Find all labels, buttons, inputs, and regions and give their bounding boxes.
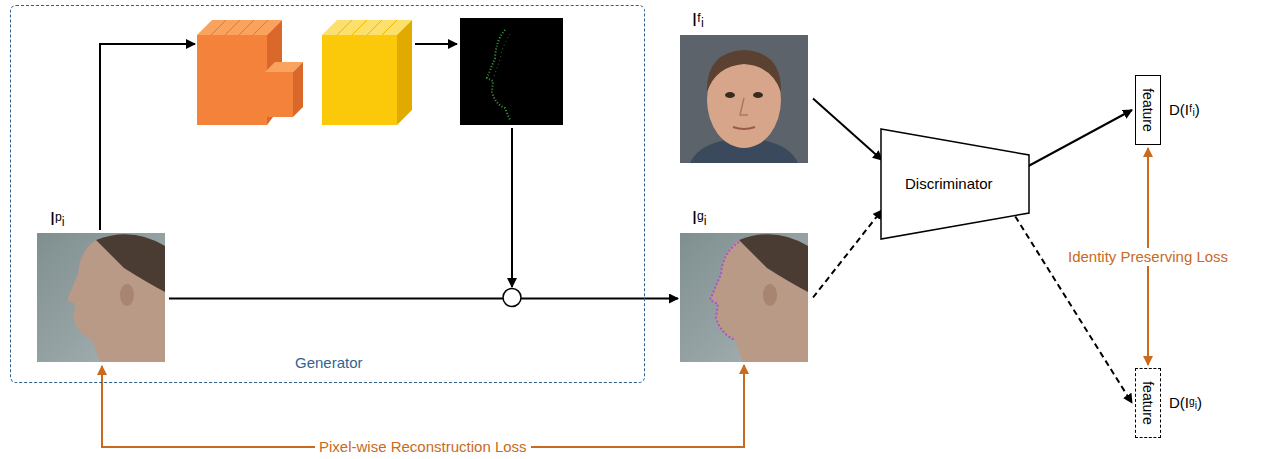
block-stripe <box>253 20 268 35</box>
block-stripe <box>382 20 397 35</box>
feature-box: feature D(Iᵍᵢ) <box>1135 368 1245 438</box>
map-dots <box>487 30 510 120</box>
block-stripe <box>211 20 226 35</box>
region-title: Generator <box>295 354 363 372</box>
discriminator-block: Discriminator <box>880 128 1030 240</box>
photo-background <box>680 35 808 163</box>
flow-connector <box>813 99 882 161</box>
photo-background <box>37 233 165 362</box>
block-stripe <box>337 20 352 35</box>
residual-map <box>460 18 563 125</box>
image-label: Iᶠᵢ <box>692 9 704 31</box>
loss-label: Identity Preserving Loss <box>1064 248 1232 266</box>
image-frame <box>680 233 808 362</box>
block-front <box>197 35 267 125</box>
block-stripe <box>367 20 382 35</box>
feature-label: D(Iᵍᵢ) <box>1169 393 1202 413</box>
feature-text: feature <box>1140 381 1156 425</box>
eye <box>725 92 735 98</box>
feature-label: D(Iᶠᵢ) <box>1169 100 1200 120</box>
loss-connector <box>102 365 744 447</box>
block-label: Discriminator <box>905 175 993 193</box>
map-background <box>460 18 563 125</box>
frontal-photo <box>680 35 808 163</box>
ear <box>763 284 777 306</box>
encoder-block <box>197 20 303 125</box>
residual-dots <box>710 242 739 340</box>
block-front <box>322 35 397 125</box>
flow-connector <box>813 210 882 298</box>
feature-frame: feature <box>1135 75 1161 145</box>
eye <box>753 92 763 98</box>
image-node: Iᵖᵢ <box>38 206 166 363</box>
trapezoid-shape <box>881 129 1029 239</box>
loss-label: Pixel-wise Reconstruction Loss <box>315 438 531 456</box>
image-frame <box>680 34 808 163</box>
image-node: Iᵍᵢ <box>680 205 808 362</box>
block-stripe <box>225 20 240 35</box>
flow-connector <box>1010 208 1132 403</box>
combine-circle <box>503 289 521 307</box>
hair <box>96 234 165 292</box>
photo-background <box>680 233 808 362</box>
block-side <box>397 20 412 125</box>
flow-connector <box>169 298 678 300</box>
block-stripe <box>239 20 254 35</box>
flow-arrow <box>511 128 513 287</box>
profile-photo <box>37 233 165 362</box>
mouth <box>733 127 755 129</box>
block-stripe <box>352 20 367 35</box>
map-dots <box>494 34 510 76</box>
generated-photo <box>680 233 808 362</box>
feature-box: feature D(Iᶠᵢ) <box>1135 75 1245 145</box>
image-label: Iᵍᵢ <box>692 207 707 229</box>
image-node: Iᶠᵢ <box>680 7 808 163</box>
generator-region: Generator Iᵖᵢ <box>10 5 645 383</box>
image-label: Iᵖᵢ <box>50 208 65 230</box>
block-side <box>293 62 303 117</box>
ear <box>120 284 134 306</box>
feature-frame: feature <box>1135 368 1161 438</box>
hair <box>707 50 781 92</box>
flow-arrow <box>415 43 457 45</box>
decoder-block <box>322 20 412 125</box>
hair <box>739 234 808 292</box>
image-frame <box>38 234 166 363</box>
block-front <box>265 72 293 117</box>
flow-arrow <box>100 44 195 230</box>
block-top <box>322 20 412 35</box>
feature-text: feature <box>1140 88 1156 132</box>
nose <box>740 98 748 115</box>
